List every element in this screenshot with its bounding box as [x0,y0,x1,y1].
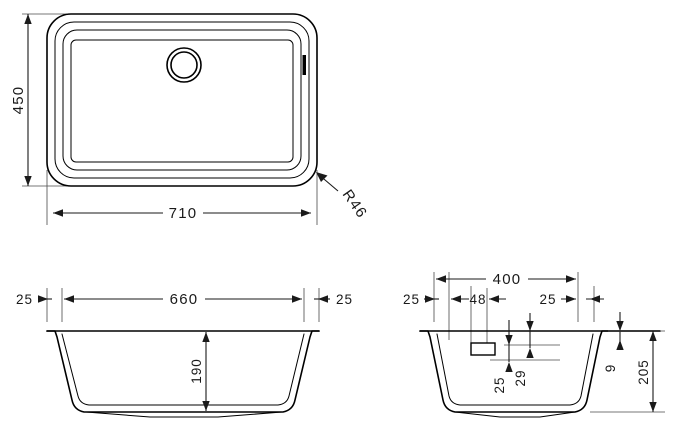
dim-front-left-25-label: 25 [16,292,33,307]
side-overflow-rect-icon [470,342,496,356]
dim-450-arrow-top [24,14,32,24]
dim-9-group: 9 [603,312,624,372]
dim-190-label: 190 [189,358,204,384]
dim-205-arrow-bottom [649,402,657,412]
dim-710-group: 710 710 [53,203,311,222]
dim-side-right-25-arrow [566,295,576,303]
dim-front-left-25-arrow [38,295,48,303]
dim-190-group: 190 [189,332,210,411]
side-view-group: 400 25 48 25 2 [403,269,665,418]
dim-9-arrow-top [616,321,624,331]
side-basin-inner-profile [436,333,594,406]
dim-48-arrow-right [489,295,499,303]
dim-400-text-mask [486,269,528,288]
dim-660-group: 660 [64,289,302,308]
dim-r46-arrow [316,172,328,182]
dim-205-arrow-top [649,331,657,341]
dim-r46-group: R46 [316,172,371,222]
front-basin-outer-profile [46,330,320,413]
dim-side-far-right-arrow [590,295,600,303]
dim-400-group: 400 [436,269,576,288]
dim-side-right-25-group: 25 [535,290,604,308]
dim-450-label: 450 [10,86,27,115]
dim-side-left-25-group: 25 [403,292,439,307]
dim-r46-label: R46 [339,187,371,222]
dim-side-right-25-mask [535,290,561,308]
top-view-group: 450 710 710 R46 [10,13,371,225]
dim-front-left-25-group: 25 [16,292,52,307]
dim-side-left-25-label: 25 [403,292,420,307]
dim-48-group: 48 [451,292,506,307]
dim-710-arrow-right [301,209,311,217]
dim-205-group: 205 [590,330,665,413]
dim-front-right-25-label: 25 [336,292,353,307]
dim-29-label: 29 [513,369,528,386]
dim-660-arrow-left [64,295,74,303]
dim-front-right-25-arrow [318,295,328,303]
front-view-group: 25 660 25 190 [16,288,353,418]
dim-29-arrow-top [526,321,534,331]
dim-side-25-vert-label: 25 [492,376,507,393]
front-basin-inner-profile [61,333,305,406]
dim-660-label: 660 [170,291,199,308]
sink-bowl-bottom [70,39,294,163]
dim-450-arrow-bottom [24,176,32,186]
dim-710-label-text: 710 [169,205,198,222]
dim-400-label: 400 [493,271,522,288]
dim-side-25-vert-arrow-top [505,335,513,345]
side-basin-bottom-detail [454,411,576,418]
sink-bowl-opening [62,29,302,171]
dim-710-arrow-left [53,209,63,217]
dim-side-25-vert-arrow-bottom [505,362,513,372]
dim-450-group: 450 [10,14,32,186]
drain-hole-outer-icon [166,47,202,83]
dim-9-arrow-bottom [616,340,624,350]
dim-48-arrow-left [451,295,461,303]
dim-29-arrow-bottom [526,348,534,358]
front-basin-bottom-detail [85,411,283,418]
dim-190-arrow-bottom [202,401,210,411]
side-basin-outer-profile [419,330,661,413]
dim-400-arrow-right [566,275,576,283]
dim-205-label: 205 [636,359,651,385]
dim-9-label: 9 [603,364,618,373]
sink-outer-outline [46,13,318,187]
dim-400-arrow-left [436,275,446,283]
dim-29-group: 29 [513,313,534,387]
dim-660-arrow-right [292,295,302,303]
dim-48-label: 48 [469,292,486,307]
dim-710-text-mask [163,203,203,222]
sink-rim-outline [54,21,310,179]
drain-hole-inner-icon [170,51,198,79]
dim-side-left-25-arrow [425,295,435,303]
overflow-slot-icon [302,55,306,75]
dim-190-arrow-top [202,332,210,342]
dim-660-text-mask [163,289,205,308]
dim-side-25-vert-group: 25 [492,320,513,394]
dim-side-right-25-label: 25 [539,292,556,307]
dim-front-right-25-group: 25 [314,292,353,307]
